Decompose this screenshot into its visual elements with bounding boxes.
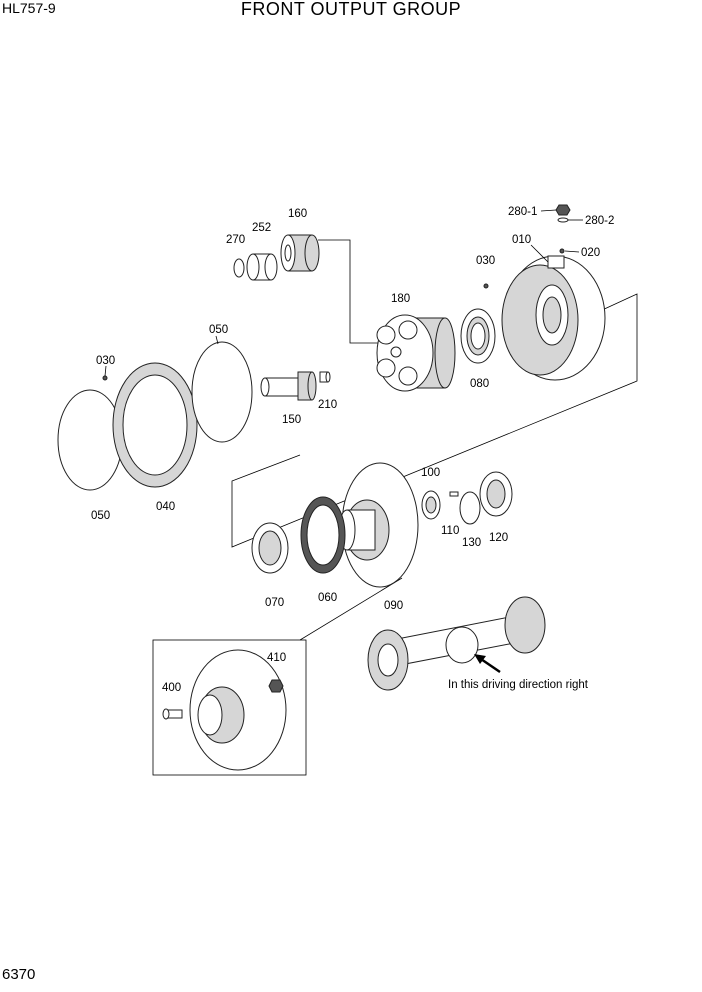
part-010-housing <box>501 255 606 381</box>
part-030-plug-left <box>102 375 108 381</box>
driving-direction-note: In this driving direction right <box>448 679 589 691</box>
label-070: 070 <box>265 597 284 609</box>
label-030-left: 030 <box>96 355 115 367</box>
model-number: HL757-9 <box>2 0 56 16</box>
label-252: 252 <box>252 222 271 234</box>
part-150-shaft <box>260 371 317 401</box>
label-280-1: 280-1 <box>508 206 537 218</box>
part-280-1-nut <box>555 204 571 216</box>
part-100-bearing <box>421 490 441 520</box>
reference-frame-middle <box>231 293 638 548</box>
reference-frame-upper-left <box>318 239 384 344</box>
part-252-bearing <box>246 253 278 281</box>
part-040-ring-gear <box>112 362 198 488</box>
part-050-o-ring-left <box>57 389 123 491</box>
label-160: 160 <box>288 208 307 220</box>
part-410-nut <box>268 679 284 693</box>
label-280-2: 280-2 <box>585 215 614 227</box>
part-130-o-ring <box>459 491 481 525</box>
label-100: 100 <box>421 467 440 479</box>
page-number: 6370 <box>2 966 36 983</box>
label-180: 180 <box>391 293 410 305</box>
axle-assembly <box>367 596 546 691</box>
page-title: FRONT OUTPUT GROUP <box>240 0 462 19</box>
reference-line-detail <box>299 577 403 641</box>
label-060: 060 <box>318 592 337 604</box>
label-080: 080 <box>470 378 489 390</box>
leader-lines <box>104 209 583 377</box>
detail-inset-box <box>152 639 307 776</box>
part-050-o-ring-right <box>191 341 253 443</box>
part-030-plug-upper <box>483 283 489 289</box>
part-210-bushing <box>319 371 331 383</box>
label-050-left: 050 <box>91 510 110 522</box>
label-050-right: 050 <box>209 324 228 336</box>
label-010: 010 <box>512 234 531 246</box>
part-180-planet-carrier <box>376 314 456 392</box>
part-090-output-flange <box>338 462 419 588</box>
part-160-gear <box>280 234 320 272</box>
label-150: 150 <box>282 414 301 426</box>
part-400-bolt <box>162 708 183 720</box>
part-020-plug <box>559 248 565 254</box>
part-110-pin <box>449 491 459 497</box>
part-070-bearing <box>251 522 289 574</box>
detail-flange-view <box>189 649 287 771</box>
label-270: 270 <box>226 234 245 246</box>
label-410: 410 <box>267 652 286 664</box>
direction-arrow <box>474 654 501 674</box>
label-030-upper: 030 <box>476 255 495 267</box>
label-400: 400 <box>162 682 181 694</box>
label-210: 210 <box>318 399 337 411</box>
part-120-cover <box>479 471 513 517</box>
part-060-seal <box>300 496 346 574</box>
label-020: 020 <box>581 247 600 259</box>
label-130: 130 <box>462 537 481 549</box>
part-080-bearing <box>460 308 496 364</box>
part-270-snap-ring <box>233 258 245 278</box>
part-280-2-washer <box>557 217 569 223</box>
label-110: 110 <box>441 525 459 537</box>
label-040: 040 <box>156 501 175 513</box>
label-120: 120 <box>489 532 508 544</box>
label-090: 090 <box>384 600 403 612</box>
